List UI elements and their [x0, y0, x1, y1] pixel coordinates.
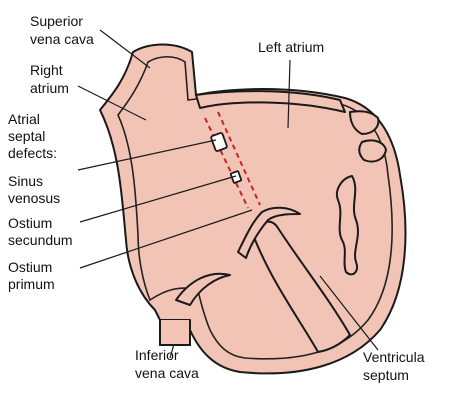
leader-lines [77, 29, 379, 359]
atrial-septum-dash-left [204, 117, 249, 209]
pulmonary-vein-upper [349, 110, 380, 135]
label-sinus-venosus: Sinus venosus [8, 173, 60, 206]
label-left-atrium: Left atrium [258, 39, 324, 55]
papillary-muscle [336, 175, 359, 276]
label-right-atrium: Right atrium [30, 62, 69, 96]
leader-ostium-primum [79, 209, 253, 269]
leader-inferior-vena-cava [169, 343, 175, 359]
label-superior-vena-cava: Superior vena cava [30, 13, 94, 47]
sinus-venosus-defect [210, 132, 228, 152]
ventricular-septum-wall [251, 220, 351, 353]
label-ostium-primum: Ostium primum [8, 259, 56, 292]
labels: Superior vena cava Right atrium Atrial s… [8, 13, 428, 383]
heart-body [99, 43, 407, 375]
leader-left-atrium [287, 59, 291, 129]
leader-ventricular-septum [319, 275, 379, 351]
tricuspid-valve-leaflet [175, 272, 231, 306]
label-inferior-vena-cava: Inferior vena cava [135, 347, 199, 381]
left-atrium-wall [195, 90, 346, 113]
atrial-septum-dash-right [217, 111, 261, 206]
atrial-septum [204, 111, 261, 209]
ostium-secundum-defect [229, 170, 243, 184]
label-ostium-secundum: Ostium secundum [8, 215, 73, 248]
inferior-vena-cava-tube [159, 320, 191, 346]
label-ventricular-septum: Ventricula septum [363, 349, 428, 383]
leader-right-atrium [77, 85, 147, 121]
leader-ostium-secundum [79, 175, 237, 223]
leader-sinus-venosus [77, 139, 217, 171]
mitral-valve-leaflet [237, 206, 301, 259]
leader-superior-vena-cava [99, 29, 151, 69]
label-atrial-septal-defects: Atrial septal defects: [8, 111, 57, 161]
pulmonary-veins [349, 110, 387, 163]
pulmonary-vein-lower [358, 139, 387, 163]
